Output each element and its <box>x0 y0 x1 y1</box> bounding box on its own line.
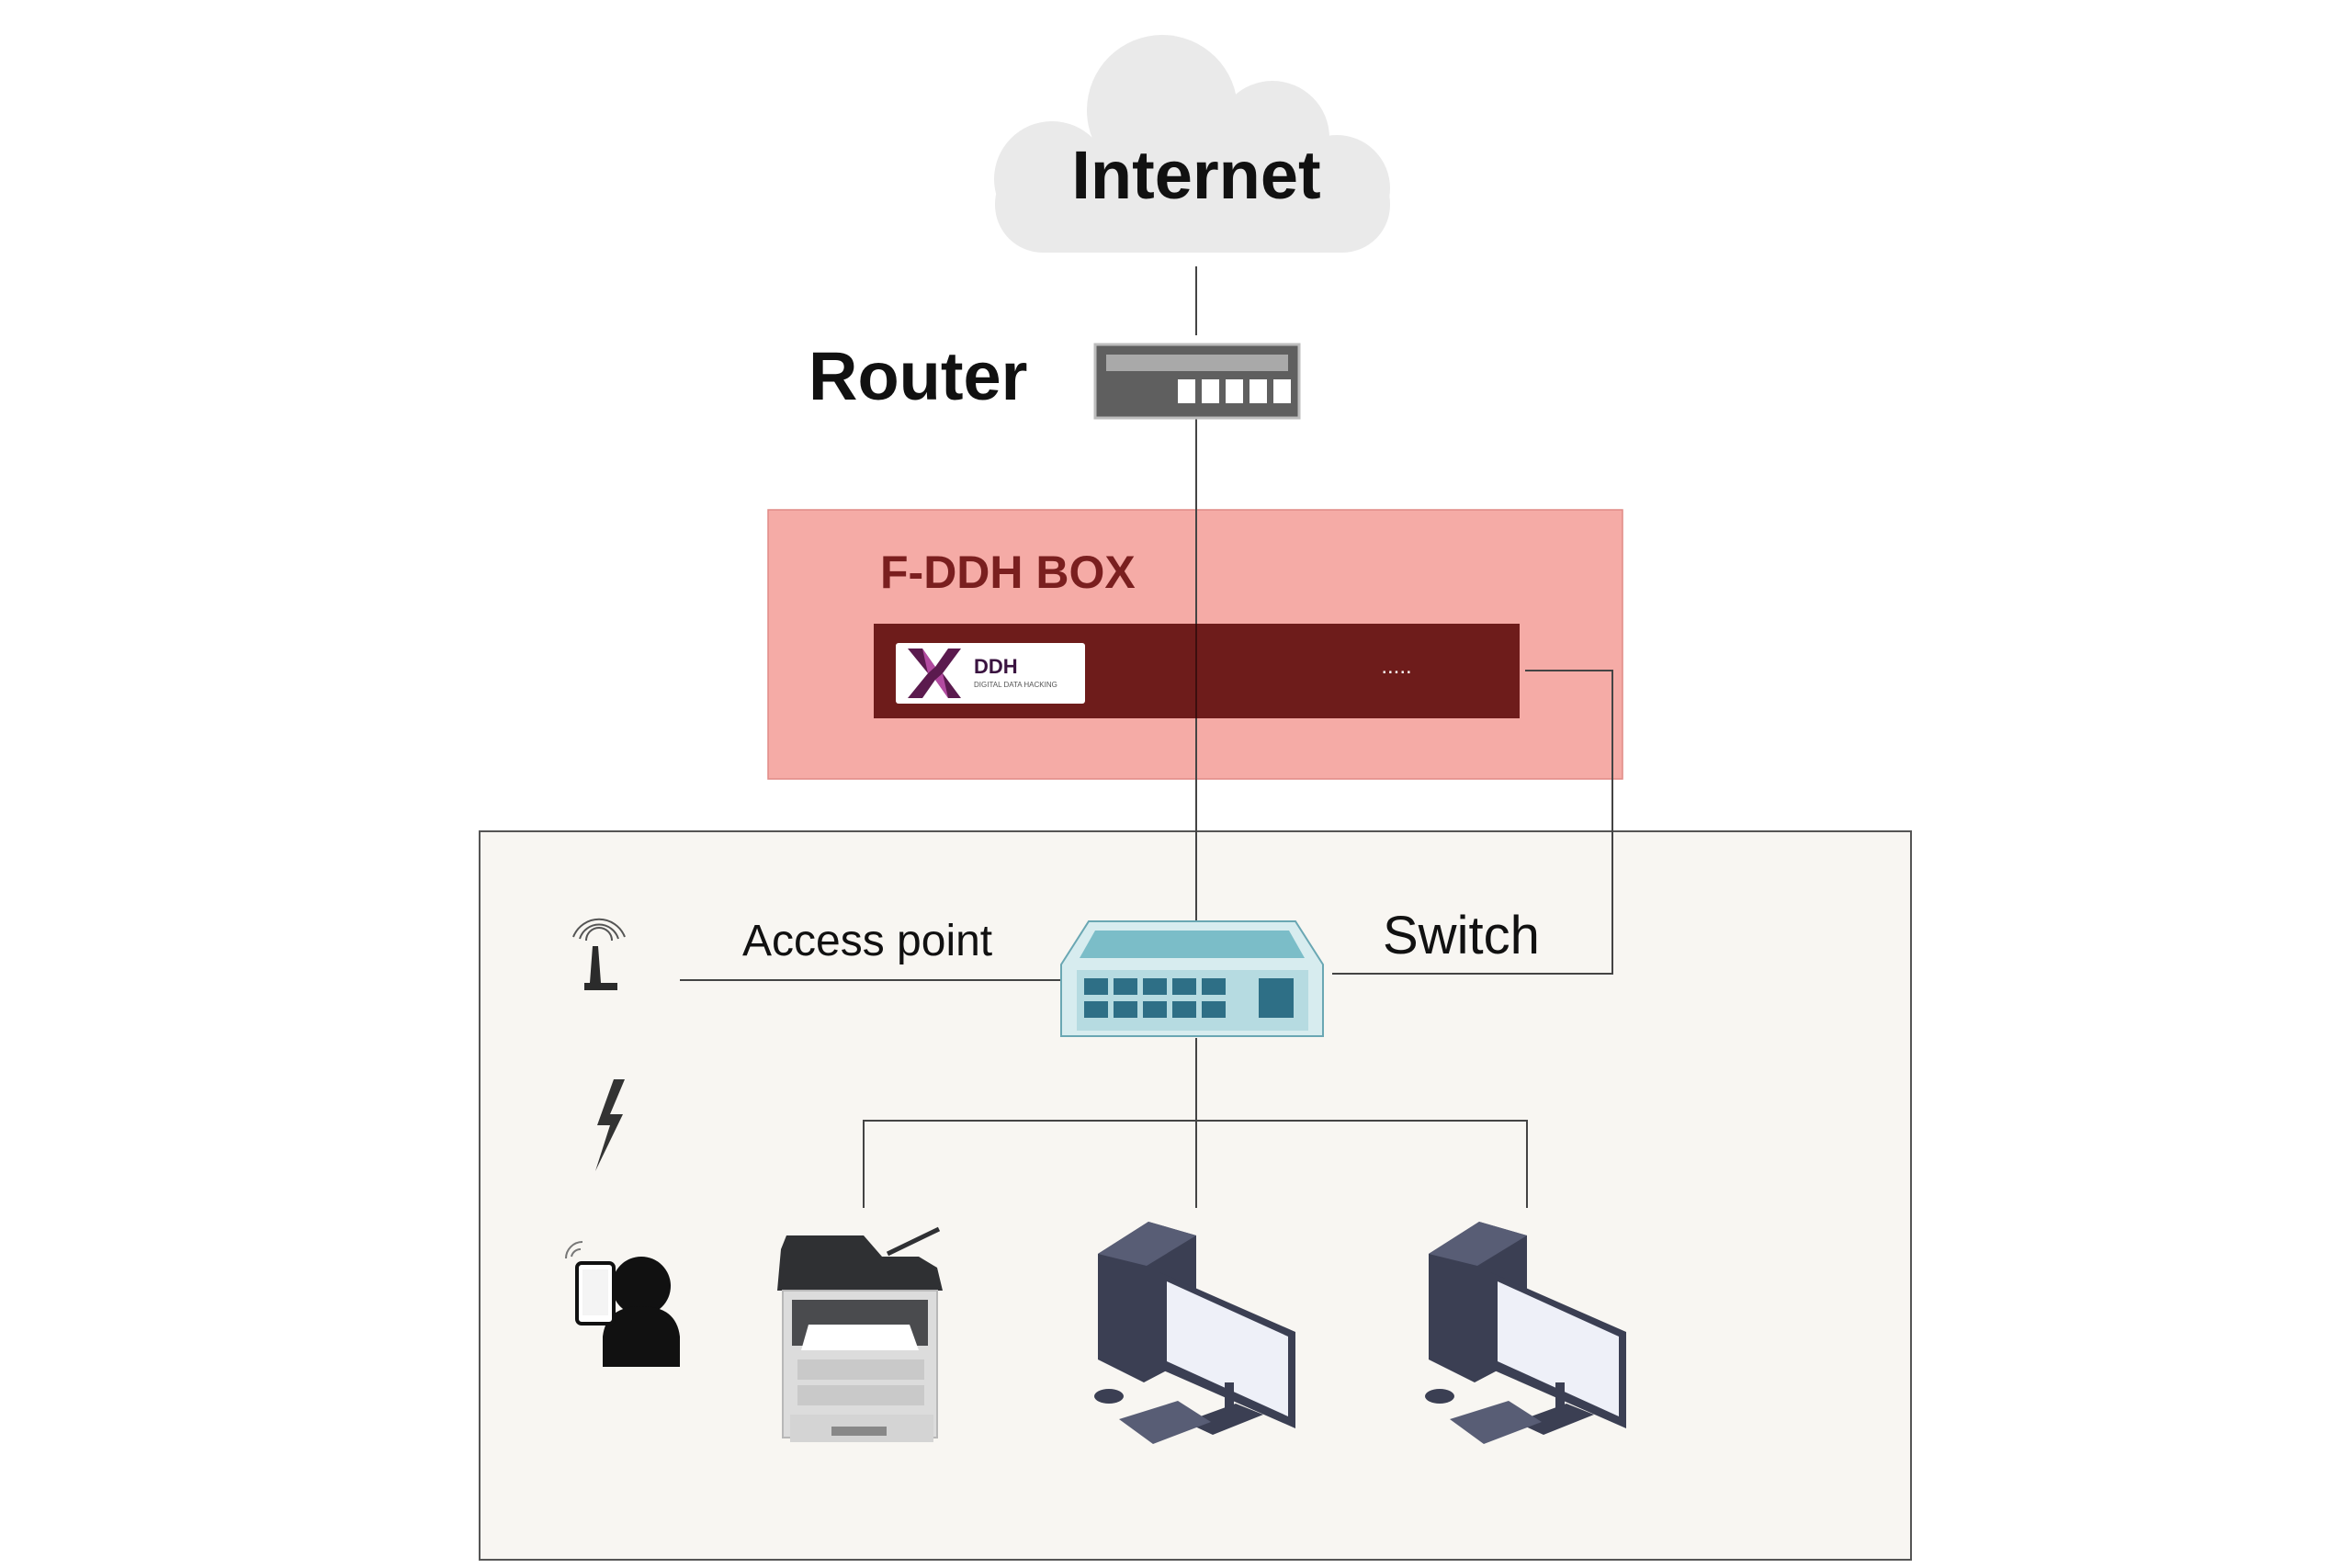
printer-icon <box>777 1226 943 1442</box>
switch-label: Switch <box>1383 906 1540 965</box>
cloud-label: Internet <box>1071 137 1320 213</box>
access-point-icon <box>572 918 626 990</box>
lightning-icon <box>595 1079 625 1171</box>
ddh-logo-subtitle: DIGITAL DATA HACKING <box>974 681 1057 689</box>
router-label: Router <box>808 338 1027 414</box>
desktop-computer-icon <box>1094 1222 1295 1444</box>
ddh-logo-icon <box>908 649 961 698</box>
user-with-tablet-icon <box>565 1241 680 1367</box>
desktop-computer-icon-2 <box>1425 1222 1626 1444</box>
cloud-icon <box>994 35 1390 253</box>
port-dots: ..... <box>1381 654 1411 679</box>
access-point-label: Access point <box>742 917 992 965</box>
router-icon <box>1093 343 1301 420</box>
fddh-box-label: F-DDH BOX <box>880 547 1136 598</box>
ddh-logo-title: DDH <box>974 655 1018 678</box>
switch-icon <box>1060 920 1324 1037</box>
fddh-device: DDH DIGITAL DATA HACKING ..... <box>874 624 1520 718</box>
